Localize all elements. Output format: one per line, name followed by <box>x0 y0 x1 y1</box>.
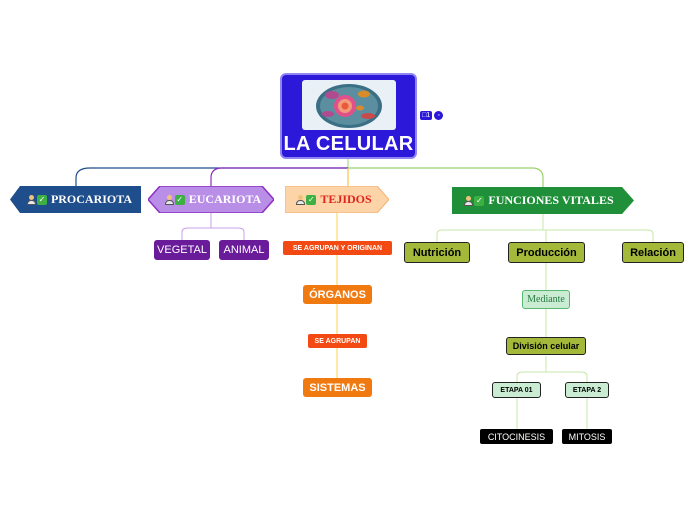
funciones-label: FUNCIONES VITALES <box>488 193 614 207</box>
citocinesis-label: CITOCINESIS <box>487 431 546 442</box>
se-agrupan-label: SE AGRUPAN <box>314 337 361 345</box>
tejidos-shape <box>285 186 389 213</box>
check-icon: ✓ <box>36 194 47 205</box>
se-agrupan-node[interactable]: SE AGRUPAN <box>308 334 367 348</box>
procariota-shape <box>10 186 141 213</box>
person-icon <box>164 194 174 205</box>
produccion-label: Producción <box>516 246 577 259</box>
procariota-node[interactable]: ✓ PROCARIOTA <box>10 186 141 213</box>
funciones-shape <box>452 187 634 214</box>
animal-label: ANIMAL <box>223 244 265 256</box>
tejidos-node[interactable]: ✓ TEJIDOS <box>285 186 389 213</box>
vegetal-node[interactable]: VEGETAL <box>154 240 210 260</box>
person-icon <box>26 194 36 205</box>
se-agrupan-y-originan-label: SE AGRUPAN Y ORIGINAN <box>292 244 383 252</box>
funciones-vitales-node[interactable]: ✓ FUNCIONES VITALES <box>452 187 634 214</box>
organos-node[interactable]: ÓRGANOS <box>303 285 372 304</box>
mediante-node[interactable]: Mediante <box>522 290 570 309</box>
check-icon: ✓ <box>306 194 317 205</box>
relacion-label: Relación <box>630 246 676 259</box>
mitosis-node[interactable]: MITOSIS <box>562 429 612 444</box>
division-celular-node[interactable]: División celular <box>506 337 586 355</box>
sistemas-label: SISTEMAS <box>309 381 366 394</box>
eucariota-label: EUCARIOTA <box>188 192 262 206</box>
relacion-node[interactable]: Relación <box>622 242 684 263</box>
mediante-label: Mediante <box>527 294 565 305</box>
etapa-2-node[interactable]: ETAPA 2 <box>565 382 609 398</box>
division-celular-label: División celular <box>512 341 580 351</box>
check-icon: ✓ <box>174 194 185 205</box>
globe-icon[interactable]: ◦ <box>434 111 444 120</box>
nutricion-label: Nutrición <box>412 246 462 259</box>
root-node[interactable]: LA CELULAR <box>280 73 417 159</box>
animal-node[interactable]: ANIMAL <box>219 240 269 260</box>
cell-image <box>301 80 396 130</box>
nutricion-node[interactable]: Nutrición <box>404 242 470 263</box>
person-icon <box>464 195 474 206</box>
vegetal-label: VEGETAL <box>157 244 207 256</box>
etapa-01-label: ETAPA 01 <box>500 386 533 394</box>
citocinesis-node[interactable]: CITOCINESIS <box>480 429 553 444</box>
produccion-node[interactable]: Producción <box>508 242 585 263</box>
comment-badge[interactable]: □1 <box>420 111 433 120</box>
etapa-2-label: ETAPA 2 <box>572 386 602 394</box>
se-agrupan-y-originan-node[interactable]: SE AGRUPAN Y ORIGINAN <box>283 241 392 255</box>
tejidos-label: TEJIDOS <box>320 192 372 206</box>
mitosis-label: MITOSIS <box>568 431 606 442</box>
root-title: LA CELULAR <box>283 133 414 155</box>
sistemas-node[interactable]: SISTEMAS <box>303 378 372 397</box>
check-icon: ✓ <box>474 195 485 206</box>
person-icon <box>296 194 306 205</box>
procariota-label: PROCARIOTA <box>50 192 133 206</box>
root-badges[interactable]: □1 ◦ <box>420 111 444 120</box>
eucariota-node[interactable]: ✓ EUCARIOTA <box>148 186 274 213</box>
etapa-01-node[interactable]: ETAPA 01 <box>492 382 541 398</box>
organos-label: ÓRGANOS <box>309 288 366 301</box>
eucariota-shape <box>148 186 274 213</box>
